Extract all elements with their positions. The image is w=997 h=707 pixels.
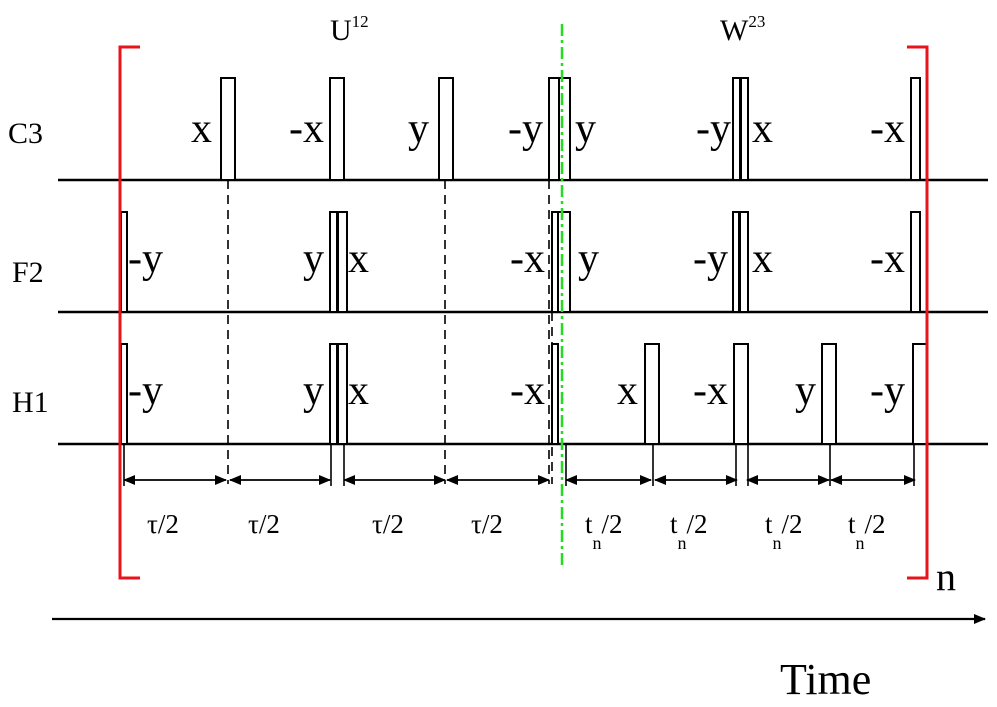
pulse-phase-label-h1-23: -y	[870, 368, 905, 414]
repeat-count-label: n	[936, 554, 956, 599]
pulse-c3-0	[220, 77, 236, 181]
pulse-c3-2	[438, 77, 454, 181]
pulse-phase-label-c3-6: x	[752, 106, 773, 152]
repeat-bracket-left	[118, 45, 140, 580]
pulse-phase-label-f2-13: -y	[693, 236, 728, 282]
pulse-f2-10	[337, 211, 348, 313]
pulse-phase-label-c3-3: -y	[508, 106, 543, 152]
pulse-phase-label-c3-7: -x	[870, 106, 905, 152]
pulse-f2-12	[557, 211, 571, 313]
interval-label-4: tn/2	[585, 509, 623, 553]
pulse-phase-label-h1-16: -y	[128, 368, 163, 414]
pulse-phase-label-f2-9: y	[303, 236, 324, 282]
pulse-c3-5	[732, 77, 741, 181]
pulse-phase-label-f2-15: -x	[870, 236, 905, 282]
pulse-h1-23	[912, 343, 928, 445]
time-axis-label: Time	[780, 655, 871, 704]
channel-label-h1: H1	[12, 386, 49, 419]
pulse-phase-label-c3-1: -x	[289, 106, 324, 152]
pulse-phase-label-h1-21: -x	[693, 368, 728, 414]
pulse-phase-label-h1-22: y	[795, 368, 816, 414]
interval-arrow-ticks	[123, 444, 915, 486]
pulse-c3-1	[329, 77, 345, 181]
pulse-phase-label-f2-8: -y	[128, 236, 163, 282]
pulse-h1-20	[644, 343, 660, 445]
pulse-c3-4	[558, 77, 571, 181]
pulse-h1-17	[329, 343, 338, 445]
pulse-c3-6	[740, 77, 749, 181]
pulse-phase-label-c3-5: -y	[696, 106, 731, 152]
pulse-h1-16	[120, 343, 128, 445]
pulse-h1-19	[551, 343, 559, 445]
pulse-h1-18	[337, 343, 348, 445]
pulse-phase-label-h1-18: x	[348, 368, 369, 414]
pulse-h1-21	[733, 343, 749, 445]
interval-label-0: τ/2	[147, 509, 179, 539]
interval-label-3: τ/2	[471, 509, 503, 539]
pulse-phase-label-f2-14: x	[752, 236, 773, 282]
repeat-bracket-right	[907, 45, 929, 580]
heading-u12: U12	[330, 12, 369, 47]
pulse-phase-label-c3-2: y	[408, 106, 429, 152]
interval-label-2: τ/2	[372, 509, 404, 539]
pulse-f2-8	[120, 211, 128, 313]
pulse-phase-label-h1-19: -x	[510, 368, 545, 414]
pulse-c3-7	[910, 77, 921, 181]
pulse-phase-label-f2-10: x	[348, 236, 369, 282]
pulse-f2-14	[739, 211, 749, 313]
channel-label-c3: C3	[8, 117, 43, 150]
interval-labels: τ/2 τ/2 τ/2 τ/2 tn/2 tn/2 tn/2 tn/2	[147, 509, 886, 553]
heading-w23: W23	[720, 12, 765, 47]
pulse-phase-label-f2-12: y	[578, 236, 599, 282]
pulse-f2-9	[329, 211, 338, 313]
interval-label-6: tn/2	[765, 509, 803, 553]
pulse-phase-label-c3-0: x	[191, 106, 212, 152]
pulse-phase-label-c3-4: y	[575, 106, 596, 152]
timing-guides	[227, 180, 553, 484]
interval-label-1: τ/2	[248, 509, 280, 539]
pulse-h1-22	[821, 343, 837, 445]
pulse-phase-label-h1-20: x	[617, 368, 638, 414]
channel-label-f2: F2	[12, 256, 44, 289]
pulse-phase-label-h1-17: y	[303, 368, 324, 414]
interval-label-7: tn/2	[848, 509, 886, 553]
pulse-phase-label-f2-11: -x	[510, 236, 545, 282]
pulse-f2-13	[732, 211, 740, 313]
interval-label-5: tn/2	[670, 509, 708, 553]
pulse-f2-15	[910, 211, 921, 313]
